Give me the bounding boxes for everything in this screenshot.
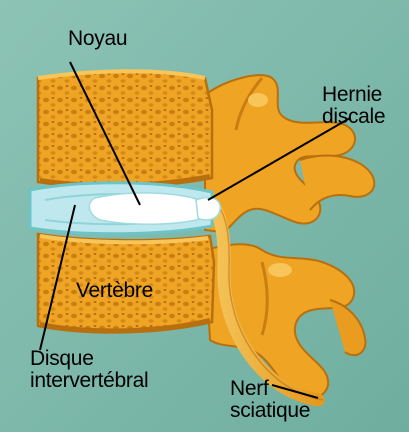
disc-herniation xyxy=(196,198,220,220)
label-herniation-line2: discale xyxy=(322,106,385,128)
label-nucleus-text: Noyau xyxy=(68,28,127,50)
intervertebral-disc xyxy=(30,183,220,234)
label-nerve-line2: sciatique xyxy=(230,400,310,422)
label-disc: Disque intervertébral xyxy=(30,348,148,392)
label-vertebra: Vertèbre xyxy=(76,280,153,302)
label-disc-line1: Disque xyxy=(30,348,148,370)
label-nucleus: Noyau xyxy=(68,28,127,50)
label-nerve: Nerf sciatique xyxy=(230,378,310,422)
label-nerve-line1: Nerf xyxy=(230,378,310,400)
label-herniation: Hernie discale xyxy=(322,84,385,128)
label-vertebra-text: Vertèbre xyxy=(76,280,153,302)
label-herniation-line1: Hernie xyxy=(322,84,385,106)
label-disc-line2: intervertébral xyxy=(30,370,148,392)
upper-vertebra xyxy=(38,71,212,187)
